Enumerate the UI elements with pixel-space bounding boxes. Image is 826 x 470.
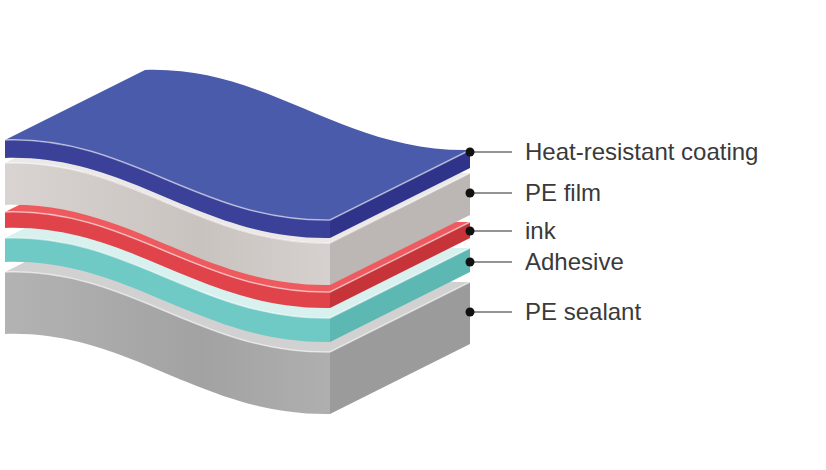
leader-dot <box>466 258 475 267</box>
leader-line <box>470 261 512 262</box>
layer-label: Heat-resistant coating <box>525 138 758 166</box>
layer-highlight <box>5 140 470 220</box>
leader-dot <box>466 308 475 317</box>
leader-dot <box>466 189 475 198</box>
layer-front <box>5 140 330 238</box>
leader-line <box>470 151 512 152</box>
layer-label: Adhesive <box>525 248 624 276</box>
leader-dot <box>466 148 475 157</box>
layer-side <box>330 150 470 238</box>
layer-label: ink <box>525 217 556 245</box>
heat-resistant-coating-layer <box>5 70 470 238</box>
layer-label: PE film <box>525 179 601 207</box>
leader-dot <box>466 227 475 236</box>
leader-line <box>470 311 512 312</box>
leader-line <box>470 192 512 193</box>
layer-label: PE sealant <box>525 298 641 326</box>
leader-line <box>470 230 512 231</box>
